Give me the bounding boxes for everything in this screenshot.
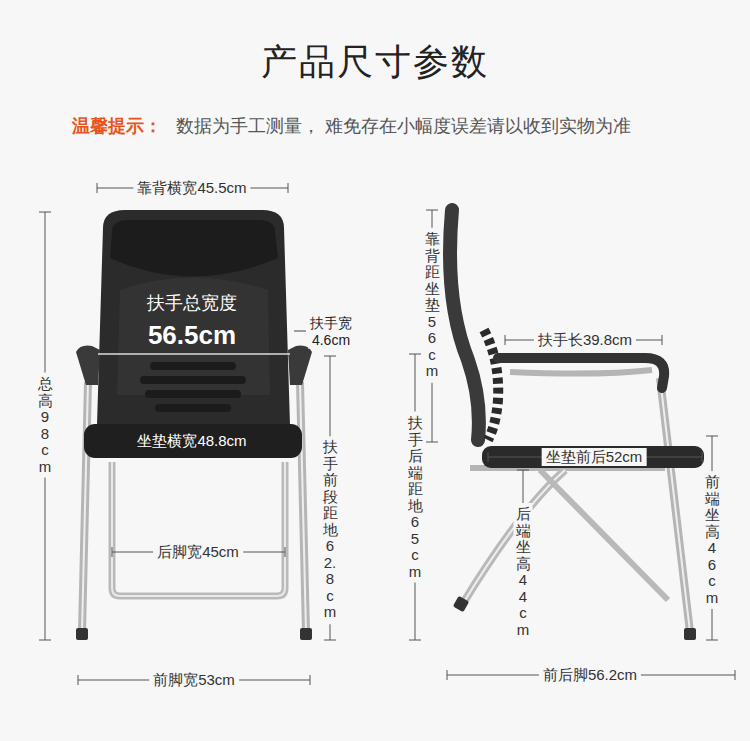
dimension-label: 扶手前段距地62.8cm bbox=[321, 436, 340, 624]
dimension-label: 坐垫前后52cm bbox=[542, 448, 647, 466]
notice-text: 数据为手工测量， 难免存在小幅度误差请以收到实物为准 bbox=[176, 116, 631, 138]
lumbar-rib bbox=[145, 390, 241, 398]
seat-cushion bbox=[482, 446, 704, 468]
dimension-label: 靠背距坐垫56cm bbox=[423, 228, 442, 383]
leg-highlight bbox=[112, 462, 285, 596]
dimension-line bbox=[98, 353, 290, 355]
lumbar-rib bbox=[155, 404, 231, 412]
front-leg bbox=[660, 378, 690, 632]
lumbar-spine bbox=[484, 330, 498, 440]
foot-cap bbox=[684, 628, 696, 640]
dimension-label: 前脚宽53cm bbox=[149, 671, 239, 689]
side-view-chair bbox=[450, 210, 704, 640]
dimension-label: 扶手宽 bbox=[306, 315, 356, 332]
armrest-pad bbox=[288, 346, 312, 385]
foot-cap bbox=[300, 628, 312, 640]
dimension-value: 4.6cm bbox=[308, 332, 354, 349]
dimension-lines bbox=[409, 210, 735, 680]
leg-highlight bbox=[660, 378, 690, 632]
dimension-value: 56.5cm bbox=[148, 320, 236, 351]
dimension-label: 扶手长39.8cm bbox=[534, 331, 636, 349]
foot-cap bbox=[76, 628, 88, 640]
notice-label: 温馨提示： bbox=[72, 116, 162, 138]
leader-line bbox=[294, 331, 306, 332]
lumbar-rib bbox=[140, 376, 246, 384]
seat-cushion bbox=[84, 424, 302, 458]
front-leg bbox=[300, 382, 306, 632]
rear-leg bbox=[112, 462, 285, 596]
dimension-label: 前后脚56.2cm bbox=[539, 666, 641, 684]
lumbar-rib bbox=[150, 362, 236, 370]
foot-cap bbox=[453, 596, 469, 612]
dimension-label: 靠背横宽45.5cm bbox=[133, 179, 250, 197]
leg-highlight bbox=[300, 382, 306, 632]
armrest-pad bbox=[76, 346, 100, 385]
dimension-label: 坐垫横宽48.8cm bbox=[137, 432, 246, 450]
dimension-label: 扶手后端距地65cm bbox=[406, 412, 425, 583]
headrest-panel bbox=[110, 220, 278, 277]
dimension-label: 扶手总宽度 bbox=[147, 293, 237, 315]
leg-brace bbox=[540, 470, 668, 600]
mesh-panel bbox=[117, 278, 270, 396]
dimension-label: 总高98cm bbox=[36, 373, 55, 478]
armrest-pad bbox=[498, 358, 664, 388]
dimension-label: 前端坐高46cm bbox=[703, 471, 722, 609]
dimension-label: 后脚宽45cm bbox=[153, 543, 243, 561]
backrest bbox=[450, 210, 479, 440]
front-view-chair bbox=[76, 210, 312, 640]
leg-highlight bbox=[82, 382, 88, 632]
backrest bbox=[97, 210, 290, 425]
dimension-lines bbox=[39, 183, 336, 685]
arm-support bbox=[510, 370, 652, 374]
page-title: 产品尺寸参数 bbox=[0, 38, 750, 87]
front-leg bbox=[82, 382, 88, 632]
dimension-label: 后端坐高44cm bbox=[514, 503, 533, 641]
